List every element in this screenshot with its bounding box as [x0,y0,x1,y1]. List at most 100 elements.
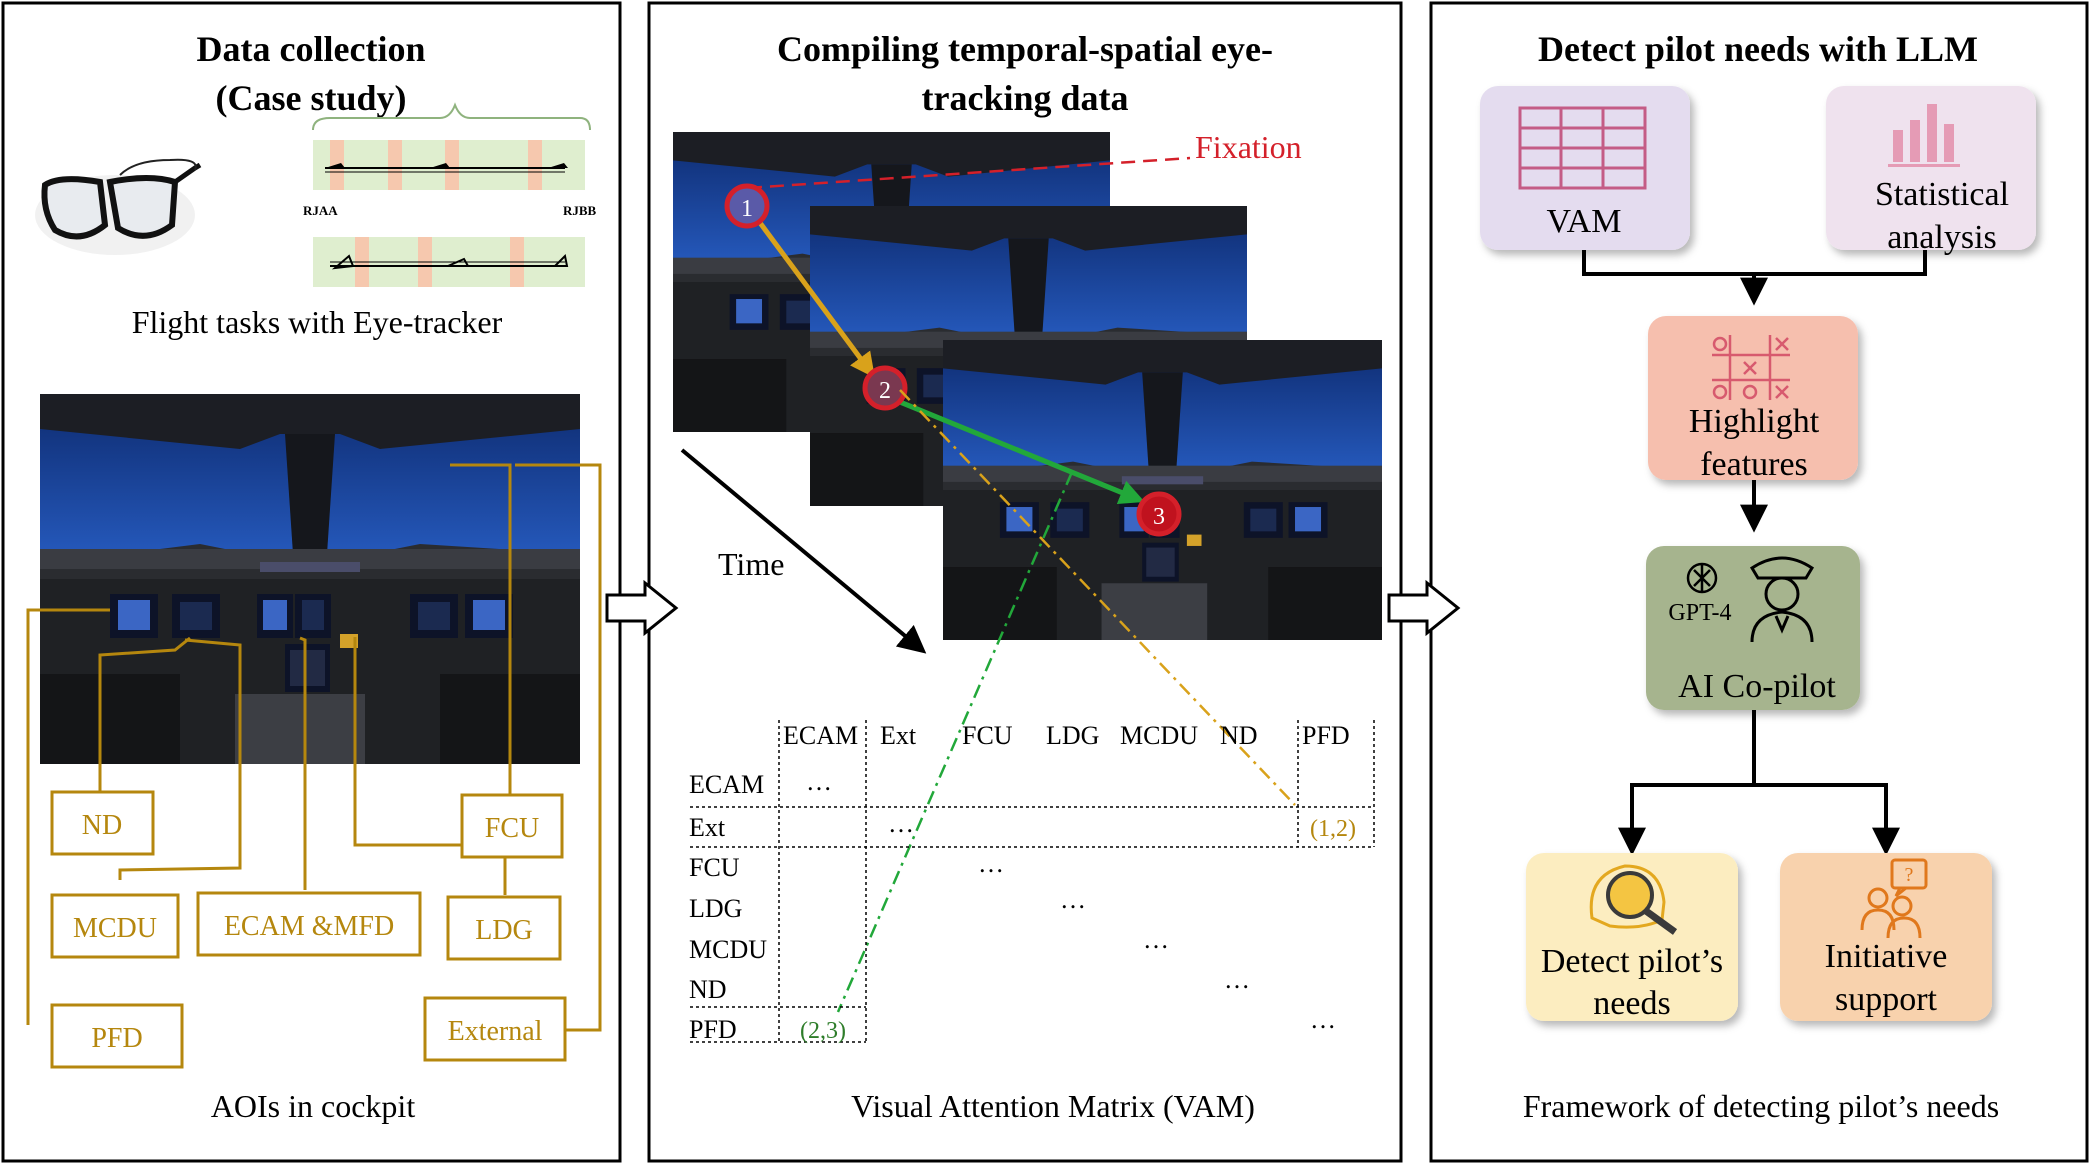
people-question-icon [1860,858,1928,939]
aoi-box-ldg: LDG [446,895,562,961]
vam-row-headers: ECAM Ext FCU LDG MCDU ND PFD [689,770,767,1044]
vam-caption: Visual Attention Matrix (VAM) [851,1088,1255,1124]
vam-row-mcdu: MCDU [689,935,767,964]
panel-detect-frame [1429,1,2089,1163]
panel2-title-line1: Compiling temporal-spatial eye- [777,29,1273,69]
flight-tasks-caption: Flight tasks with Eye-tracker [132,304,503,340]
vam-cell-diag-3: … [1060,885,1086,914]
vam-cell-diag-0: … [806,767,832,796]
aoi-box-pfd: PFD [50,1003,184,1069]
vam-col-ldg: LDG [1046,721,1099,750]
statistical-analysis-line2: analysis [1887,219,1997,256]
svg-text:1: 1 [741,196,753,222]
aoi-box-external: External [423,996,567,1062]
vam-row-ldg: LDG [689,894,742,923]
transition-arrow-1-2 [749,210,875,379]
vam-cell-ext-pfd: (1,2) [1310,816,1356,842]
vam-row-pfd: PFD [689,1015,737,1044]
pilot-icon [1749,556,1815,643]
vam-col-fcu: FCU [962,721,1013,750]
aoi-box-fcu: FCU [460,793,564,859]
time-arrow [680,448,927,654]
question-mark-glyph: ? [1905,864,1914,886]
statistical-analysis-box: Statistical analysis [1826,86,2036,256]
vam-row-nd: ND [689,975,727,1004]
panel3-title: Detect pilot needs with LLM [1538,29,1978,69]
framework-caption: Framework of detecting pilot’s needs [1523,1088,1999,1124]
airport-right-label: RJBB [563,203,597,218]
fixation-marker-2: 2 [862,365,908,411]
svg-text:2: 2 [879,378,891,404]
table-grid-icon [1518,106,1647,190]
bar-chart-icon [1888,104,1960,167]
aoi-caption: AOIs in cockpit [211,1088,416,1124]
vam-row-ecam: ECAM [689,770,764,799]
panel-compiling-frame [647,1,1403,1163]
aoi-label-ldg: LDG [475,915,533,946]
fixation-label: Fixation [1195,129,1302,165]
ai-copilot-label: AI Co-pilot [1678,668,1836,705]
vam-diagonal: … … … … … … … [806,767,1336,1034]
vam-col-ext: Ext [880,721,917,750]
statistical-analysis-line1: Statistical [1875,176,2009,213]
highlight-features-line1: Highlight [1689,403,1820,440]
framework-connectors [1582,250,1927,856]
highlight-features-line2: features [1700,446,1808,483]
aoi-label-external: External [448,1016,543,1047]
aoi-label-mcdu: MCDU [73,913,157,944]
fixation-leader-line [747,156,1191,190]
vam-column-headers: ECAM Ext FCU LDG MCDU ND PFD [783,721,1350,750]
aoi-box-nd: ND [50,790,155,856]
vam-cell-diag-5: … [1224,965,1250,994]
vam-cell-pfd-ecam: (2,3) [800,1018,846,1044]
vam-col-pfd: PFD [1302,721,1350,750]
svg-text:3: 3 [1153,504,1165,530]
vam-cell-diag-4: … [1143,925,1169,954]
vam-box-label: VAM [1547,203,1622,240]
vam-box: VAM [1480,86,1690,250]
fixation-marker-3: 3 [1136,491,1182,537]
aoi-connector-lines [26,463,602,1032]
aoi-label-ecam-mfd: ECAM &MFD [224,911,394,942]
vam-col-nd: ND [1220,721,1258,750]
transition-arrow-2-3 [899,399,1145,505]
initiative-support-line1: Initiative [1825,938,1948,975]
vam-cell-diag-1: … [888,809,914,838]
panel-transition-arrow-2 [1387,579,1461,637]
aoi-box-ecam-mfd: ECAM &MFD [196,891,422,957]
head-magnifier-icon [1589,864,1678,935]
fixation-marker-1: 1 [724,183,770,229]
panel-data-collection-frame [1,1,622,1163]
gpt-label: GPT-4 [1668,600,1731,626]
flight-task-diagram: RJAA RJBB [303,102,597,287]
airport-left-label: RJAA [303,203,338,218]
projection-line-green [836,471,1074,1013]
initiative-support-line2: support [1835,981,1938,1018]
aoi-label-pfd: PFD [91,1023,142,1054]
eye-tracker-glasses-icon [35,158,202,255]
detect-needs-line2: needs [1593,985,1670,1022]
detect-needs-line1: Detect pilot’s [1541,943,1723,980]
vam-matrix: ECAM Ext FCU LDG MCDU ND PFD ECAM Ext FC… [689,720,1375,1044]
projection-line-orange [899,389,1296,806]
vam-row-fcu: FCU [689,853,740,882]
vam-row-ext: Ext [689,813,726,842]
detect-needs-box: Detect pilot’s needs [1526,853,1738,1022]
initiative-support-box: ? Initiative support [1780,853,1992,1021]
vam-cell-diag-6: … [1310,1005,1336,1034]
vam-cell-diag-2: … [978,849,1004,878]
aoi-label-fcu: FCU [485,813,539,844]
panel-transition-arrow-1 [605,579,679,637]
highlight-features-box: Highlight features [1648,316,1858,483]
tic-tac-toe-icon [1712,335,1790,400]
openai-logo-icon [1686,562,1718,594]
cockpit-frame-3 [943,340,1382,640]
time-label: Time [718,546,784,582]
cockpit-photo-aoi [40,394,580,764]
panel2-title-line2: tracking data [922,78,1129,118]
aoi-label-nd: ND [82,810,122,841]
ai-copilot-box: GPT-4 AI Co-pilot [1646,546,1860,710]
vam-col-mcdu: MCDU [1120,721,1198,750]
vam-col-ecam: ECAM [783,721,858,750]
